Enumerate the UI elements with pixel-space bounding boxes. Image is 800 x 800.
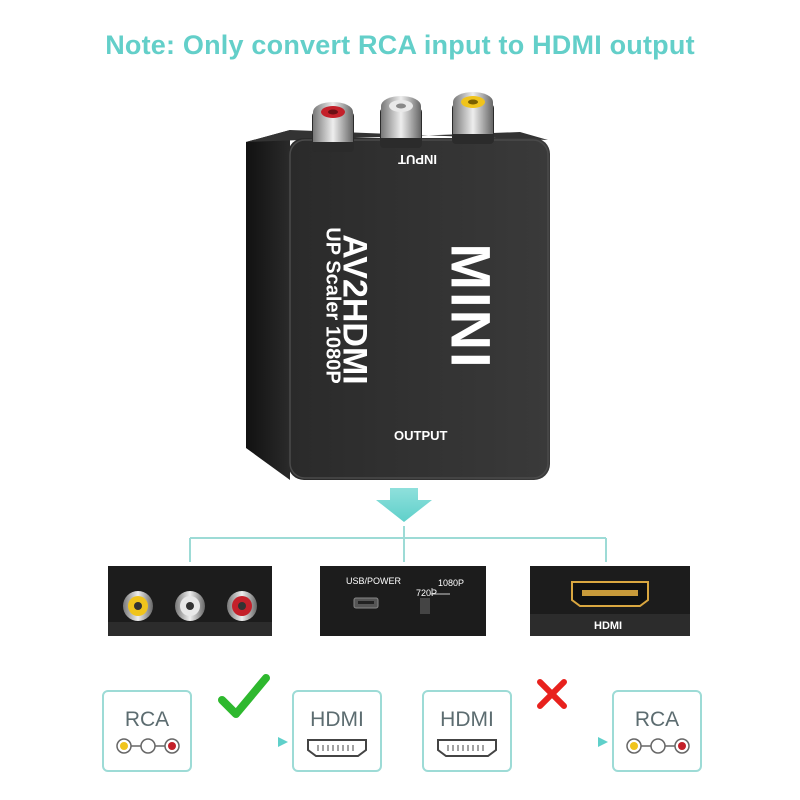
resolution-switch-icon [420,598,430,614]
rca-connector-red [312,102,354,152]
brand-subtitle: UP Scaler 1080P [321,227,344,384]
connector-bracket [189,526,607,562]
usb-power-label: USB/POWER [346,576,402,586]
usb-power-panel: USB/POWER 720P 1080P [320,566,486,636]
arrow-right-icon [200,737,288,747]
arrow-right-icon-2 [520,737,608,747]
rca-target-card: RCA [612,690,702,772]
hdmi-panel-label: HDMI [594,620,623,632]
rca-jack-white-icon [175,591,205,621]
hdmi-source-label: HDMI [440,708,494,731]
hdmi-target-label: HDMI [310,708,364,731]
hdmi-plug-icon [307,739,367,757]
rca-jack-yellow-icon [123,591,153,621]
rca-connector-yellow [452,92,494,144]
hdmi-target-card: HDMI [292,690,382,772]
note-heading: Note: Only convert RCA input to HDMI out… [105,30,695,60]
input-label: INPUT [398,152,437,167]
device-front [288,138,550,480]
rca-plugs-icon [116,738,180,754]
rca-plugs-icon [626,738,690,754]
down-arrow-icon [376,488,432,522]
rca-target-label: RCA [634,708,680,731]
x-mark-icon [537,679,567,709]
rca-jacks-panel [108,566,272,636]
device-side [246,130,290,480]
rca-connector-white [380,96,422,148]
hdmi-source-card: HDMI [422,690,512,772]
compatibility-diagram [200,674,608,747]
rca-source-label: RCA [124,708,170,731]
hdmi-panel: HDMI [530,566,690,636]
mini-label: MINI [439,243,503,370]
output-label: OUTPUT [394,428,448,443]
check-mark-icon [218,674,270,718]
switch-720-label: 720P [416,588,438,598]
hdmi-plug-icon [437,739,497,757]
rca-source-card: RCA [102,690,192,772]
switch-1080-label: 1080P [438,578,465,588]
rca-jack-red-icon [227,591,257,621]
